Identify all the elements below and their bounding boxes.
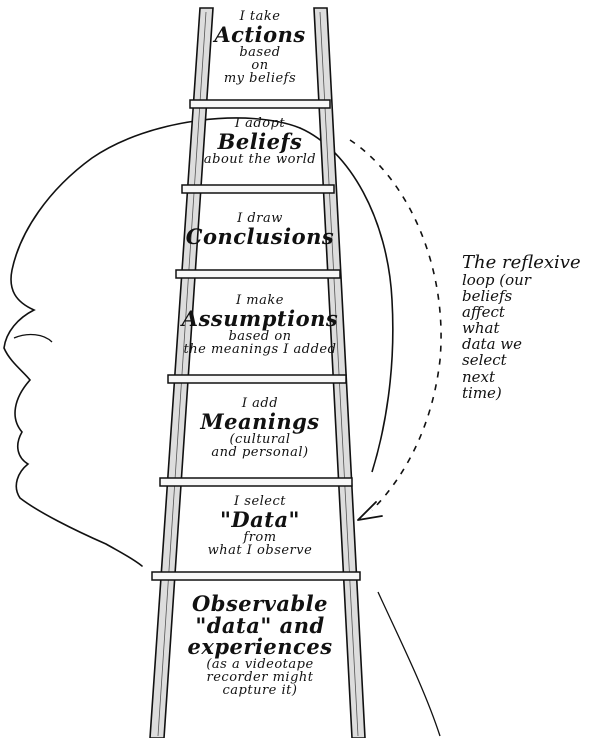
reflexive-loop-line: what [462, 319, 500, 338]
rung-line: I draw [237, 211, 283, 226]
eye-mark [13, 333, 53, 343]
rung-line: my beliefs [223, 71, 297, 86]
rung-line: the meanings I added [183, 342, 337, 357]
rung-line: Beliefs [217, 129, 303, 154]
reflexive-loop-line: time) [462, 383, 502, 402]
rung-line: I take [239, 9, 281, 24]
rung-line: I select [234, 494, 286, 509]
reflexive-loop-line: beliefs [462, 287, 513, 306]
rung-line: I make [236, 293, 284, 308]
rung-line: (cultural [229, 432, 291, 447]
reflexive-loop-line: loop (our [462, 271, 531, 290]
reflexive-loop-line: affect [462, 303, 505, 322]
rung-line: Observable [191, 591, 329, 616]
rung-line: "Data" [219, 507, 300, 532]
rung-line: about the world [203, 152, 317, 167]
rung-line: recorder might [206, 670, 314, 685]
rung-line: Conclusions [185, 224, 335, 249]
reflexive-loop-line: select [462, 351, 507, 370]
rung-line: based on [228, 329, 292, 344]
rung-line: and personal) [211, 445, 309, 460]
rung-line: based [239, 45, 281, 60]
reflexive-loop-heading: The reflexive [462, 252, 581, 273]
ladder-rungs [151, 99, 361, 581]
head-outline [3, 117, 301, 567]
jaw-outline [377, 591, 441, 737]
rung-line: "data" and experiences [187, 613, 333, 659]
rung-line: I adopt [234, 116, 286, 131]
rung-line: from [243, 530, 277, 545]
rung-line: what I observe [207, 543, 313, 558]
rung-line: capture it) [222, 683, 298, 698]
reflexive-loop-line: data we [462, 335, 522, 354]
reflexive-loop-arrow [349, 139, 442, 511]
rung-line: Meanings [200, 409, 320, 434]
arrow-head [357, 501, 383, 521]
rung-line: on [251, 58, 269, 73]
rung-line: I add [241, 396, 279, 411]
rung-observable-text: Observable"data" and experiences(as a vi… [150, 592, 370, 697]
reflexive-loop-line: next [462, 367, 496, 386]
rung-line: Actions [214, 22, 306, 47]
ear-outline [299, 127, 394, 473]
rung-line: (as a videotape [206, 657, 314, 672]
rung-line: Assumptions [181, 306, 339, 331]
